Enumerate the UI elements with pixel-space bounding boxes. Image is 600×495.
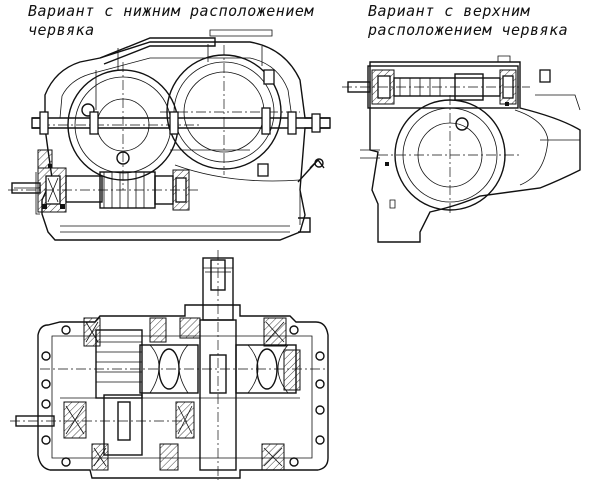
housing-outline-side: [369, 61, 581, 243]
flange-bolts: [39, 69, 321, 177]
bearing-housings: [63, 317, 301, 471]
plan-view: [10, 250, 329, 480]
caption-line: Вариант с верхним: [368, 2, 531, 20]
housing-outline-plan: [37, 304, 329, 479]
housing-outline: [31, 41, 331, 241]
caption-upper-worm-variant: Вариант с верхним расположением червяка: [368, 2, 568, 40]
oil-dipstick: [297, 158, 325, 183]
inner-wall: [59, 57, 293, 119]
inspection-lid: [99, 37, 216, 65]
caption-line: Вариант с нижним расположением: [28, 2, 314, 20]
side-view-upper-worm: [342, 55, 581, 243]
caption-line: расположением червяка: [368, 21, 569, 39]
caption-lower-worm-variant: Вариант с нижним расположением червяка: [28, 2, 314, 40]
worm-shaft-lower: [8, 164, 200, 213]
caption-line: червяка: [28, 21, 95, 39]
bearing-symbols: [65, 321, 285, 467]
housing-bolts: [41, 325, 325, 467]
front-view-lower-worm: [8, 29, 331, 241]
